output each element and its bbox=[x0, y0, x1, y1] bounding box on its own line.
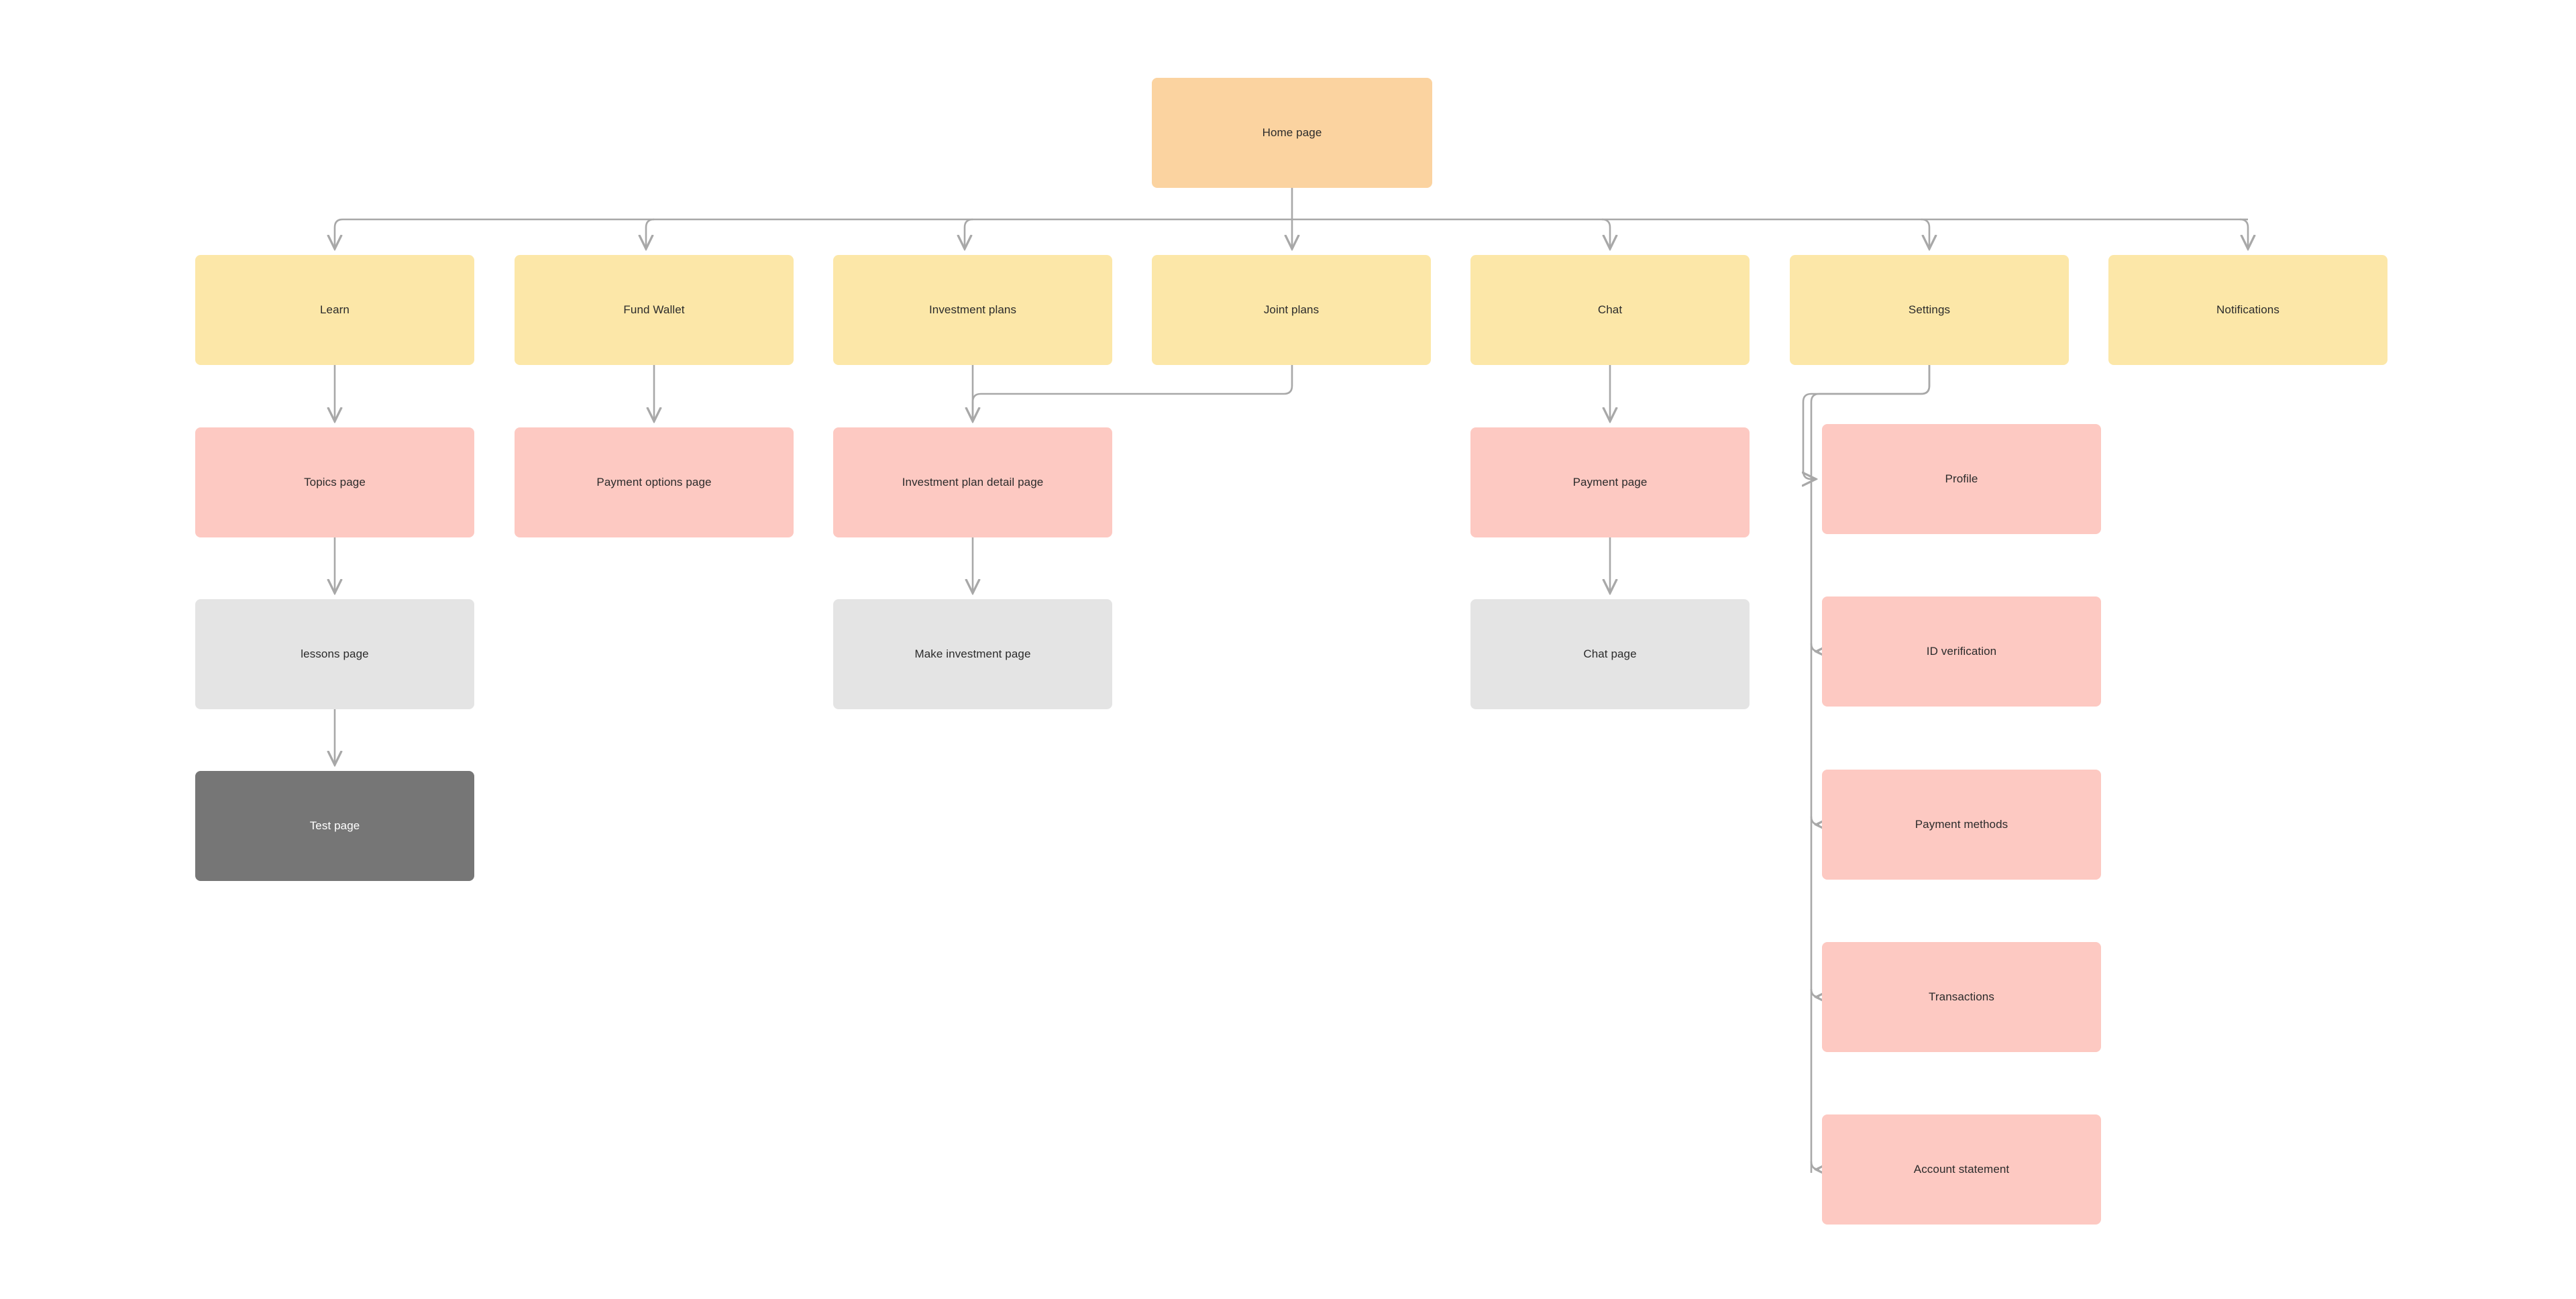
node-settings[interactable]: Settings bbox=[1790, 255, 2069, 365]
node-fund-wallet[interactable]: Fund Wallet bbox=[515, 255, 794, 365]
node-label: Topics page bbox=[304, 475, 366, 488]
node-transactions[interactable]: Transactions bbox=[1822, 942, 2101, 1052]
edge-settings-to-account-statement bbox=[1810, 1161, 1819, 1170]
node-plan-detail[interactable]: Investment plan detail page bbox=[833, 427, 1112, 537]
node-joint-plans[interactable]: Joint plans bbox=[1152, 255, 1431, 365]
node-investment-plans[interactable]: Investment plans bbox=[833, 255, 1112, 365]
node-id-verification[interactable]: ID verification bbox=[1822, 596, 2101, 707]
node-make-investment[interactable]: Make investment page bbox=[833, 599, 1112, 709]
node-label: Fund Wallet bbox=[623, 303, 685, 316]
node-payment-page[interactable]: Payment page bbox=[1470, 427, 1750, 537]
node-label: Payment methods bbox=[1915, 817, 2008, 831]
edge-home-to-learn bbox=[335, 218, 343, 249]
node-label: Payment page bbox=[1572, 475, 1648, 488]
edge-settings-to-id-verification bbox=[1810, 643, 1819, 652]
node-label: Profile bbox=[1945, 472, 1978, 485]
node-label: Test page bbox=[309, 819, 360, 832]
edge-settings-to-transactions bbox=[1810, 988, 1819, 997]
node-payment-options[interactable]: Payment options page bbox=[515, 427, 794, 537]
node-test-page[interactable]: Test page bbox=[195, 771, 474, 881]
edge-home-to-investment-plans bbox=[965, 218, 973, 249]
node-label: Account statement bbox=[1913, 1162, 2010, 1176]
node-notifications[interactable]: Notifications bbox=[2108, 255, 2387, 365]
node-label: Make investment page bbox=[914, 647, 1031, 660]
edge-home-to-notifications bbox=[2239, 218, 2248, 249]
node-label: Chat bbox=[1597, 303, 1623, 316]
node-label: Settings bbox=[1908, 303, 1951, 316]
node-lessons-page[interactable]: lessons page bbox=[195, 599, 474, 709]
node-label: Payment options page bbox=[596, 475, 712, 488]
node-home[interactable]: Home page bbox=[1152, 78, 1432, 188]
node-payment-methods[interactable]: Payment methods bbox=[1822, 770, 2101, 880]
node-label: Investment plan detail page bbox=[902, 475, 1044, 488]
edge-joint-plans-to-plan-detail bbox=[971, 365, 1293, 421]
node-label: lessons page bbox=[301, 647, 369, 660]
node-topics-page[interactable]: Topics page bbox=[195, 427, 474, 537]
edge-home-to-settings bbox=[1921, 218, 1929, 249]
edge-home-to-fund-wallet bbox=[646, 218, 655, 249]
node-chat[interactable]: Chat bbox=[1470, 255, 1750, 365]
edge-home-to-chat bbox=[1601, 218, 1610, 249]
node-label: Learn bbox=[320, 303, 350, 316]
node-label: ID verification bbox=[1926, 644, 1997, 658]
node-label: Transactions bbox=[1929, 990, 1994, 1003]
node-chat-page[interactable]: Chat page bbox=[1470, 599, 1750, 709]
edge-settings-to-payment-methods bbox=[1810, 816, 1819, 825]
node-label: Joint plans bbox=[1263, 303, 1320, 316]
node-account-stmt[interactable]: Account statement bbox=[1822, 1114, 2101, 1225]
node-label: Chat page bbox=[1583, 647, 1637, 660]
node-profile[interactable]: Profile bbox=[1822, 424, 2101, 534]
node-label: Investment plans bbox=[928, 303, 1017, 316]
node-learn[interactable]: Learn bbox=[195, 255, 474, 365]
node-label: Notifications bbox=[2216, 303, 2279, 316]
node-label: Home page bbox=[1262, 125, 1322, 139]
